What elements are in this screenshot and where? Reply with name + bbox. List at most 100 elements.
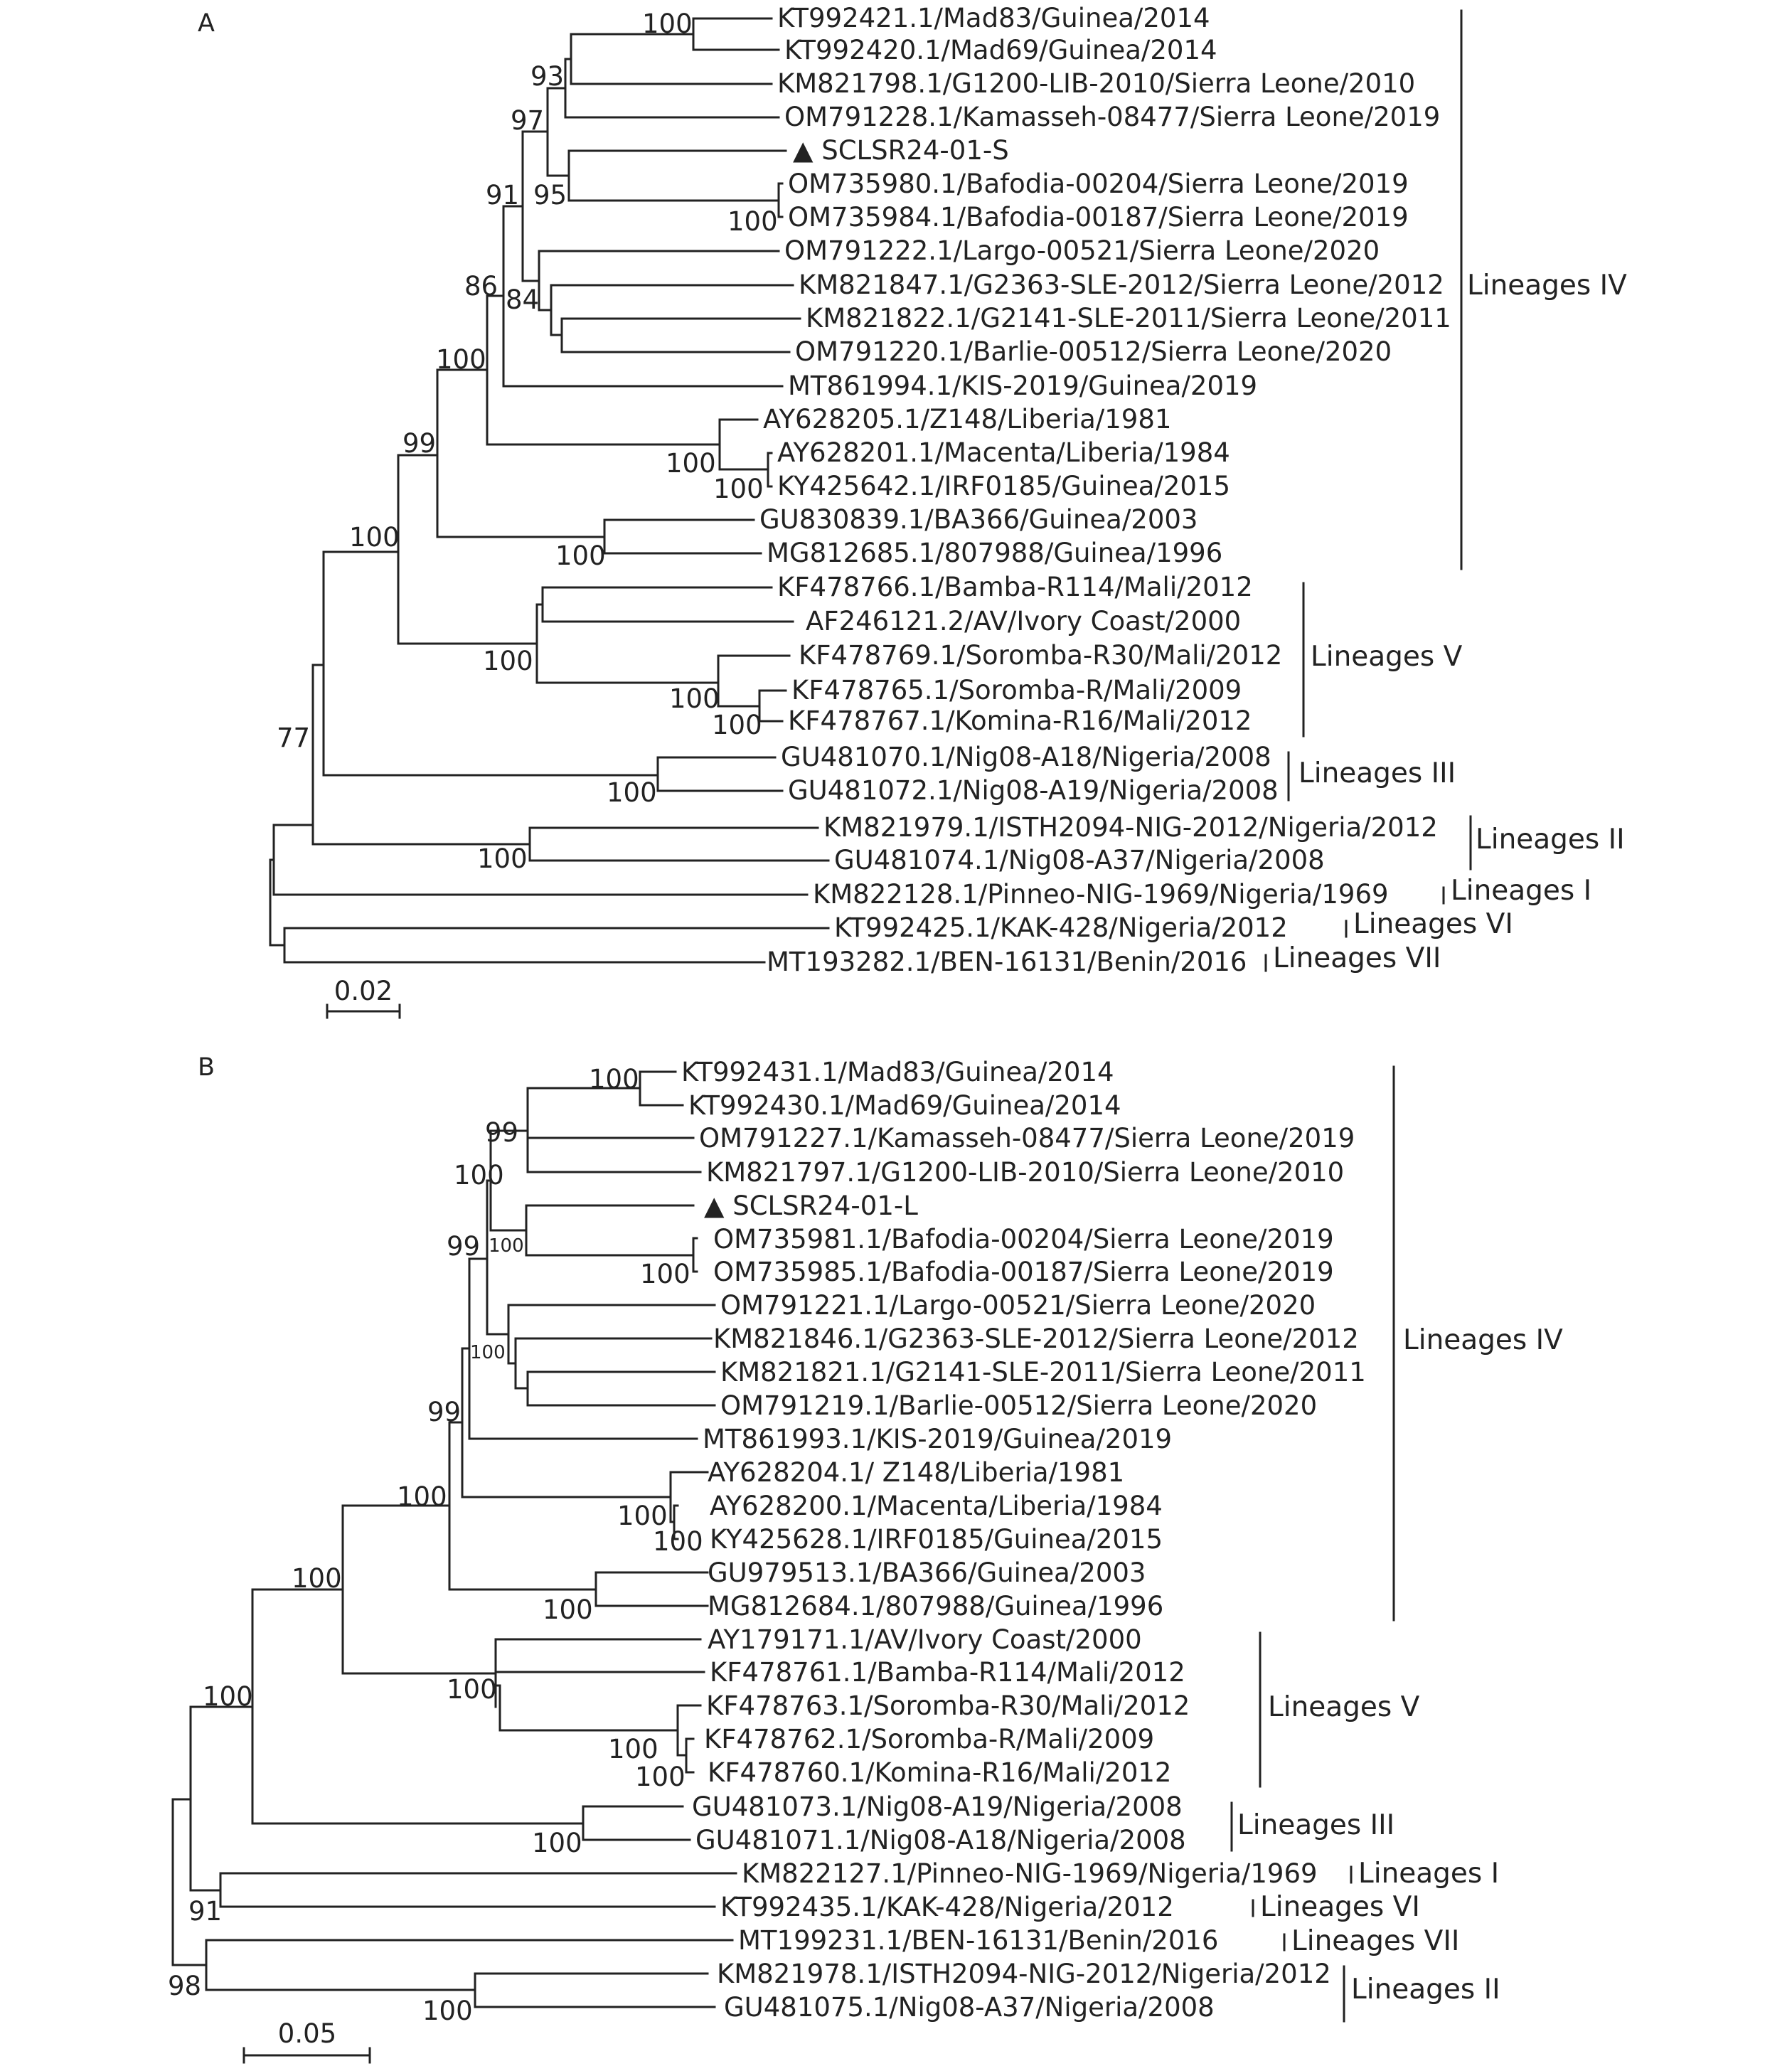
taxon-label: ▲ SCLSR24-01-S [793, 135, 1009, 166]
taxon-label: AF246121.2/AV/Ivory Coast/2000 [806, 606, 1241, 637]
bootstrap-value: 100 [454, 1160, 504, 1191]
bootstrap-value: 100 [349, 522, 400, 553]
taxon-label: GU481070.1/Nig08-A18/Nigeria/2008 [781, 742, 1271, 772]
bootstrap-value: 100 [666, 448, 716, 479]
bootstrap-value: 77 [277, 723, 310, 753]
taxon-label: KT992431.1/Mad83/Guinea/2014 [681, 1057, 1114, 1087]
bootstrap-value: 100 [669, 683, 720, 714]
taxon-label: AY628200.1/Macenta/Liberia/1984 [710, 1491, 1163, 1521]
lineage-label: Lineages III [1298, 757, 1456, 789]
panel-b-branches [171, 1070, 737, 2008]
bootstrap-value: 100 [543, 1594, 593, 1625]
panel-b-label: B [198, 1053, 215, 1082]
taxon-label: KF478765.1/Soromba-R/Mali/2009 [791, 675, 1242, 705]
panel-a: A [198, 3, 1627, 1019]
taxon-label: OM791219.1/Barlie-00512/Sierra Leone/202… [720, 1390, 1317, 1421]
taxon-label: KF478763.1/Soromba-R30/Mali/2012 [706, 1690, 1190, 1721]
taxon-label: MT861994.1/KIS-2019/Guinea/2019 [788, 371, 1257, 401]
taxon-label: KF478766.1/Bamba-R114/Mali/2012 [777, 572, 1253, 602]
taxon-label: GU481075.1/Nig08-A37/Nigeria/2008 [724, 1992, 1215, 2023]
taxon-label: KM822127.1/Pinneo-NIG-1969/Nigeria/1969 [742, 1858, 1318, 1889]
bootstrap-value: 99 [447, 1231, 480, 1262]
bootstrap-value: 100 [397, 1481, 447, 1512]
lineage-label: Lineages IV [1403, 1324, 1563, 1356]
taxon-label: MG812685.1/807988/Guinea/1996 [767, 538, 1222, 568]
taxon-label: KF478767.1/Komina-R16/Mali/2012 [788, 705, 1252, 736]
taxon-label: KY425628.1/IRF0185/Guinea/2015 [710, 1524, 1163, 1555]
panel-b: B [168, 1053, 1563, 2064]
taxon-label: KM821797.1/G1200-LIB-2010/Sierra Leone/2… [706, 1157, 1344, 1188]
taxon-label: GU481073.1/Nig08-A19/Nigeria/2008 [692, 1791, 1183, 1822]
taxon-label: OM791228.1/Kamasseh-08477/Sierra Leone/2… [784, 102, 1440, 132]
taxon-label: GU830839.1/BA366/Guinea/2003 [759, 504, 1198, 535]
taxon-label: KF478762.1/Soromba-R/Mali/2009 [704, 1724, 1154, 1754]
taxon-label: KM821798.1/G1200-LIB-2010/Sierra Leone/2… [777, 68, 1415, 99]
lineage-label: Lineages I [1451, 875, 1591, 907]
taxon-label: KM821847.1/G2363-SLE-2012/Sierra Leone/2… [799, 270, 1444, 300]
bootstrap-value: 100 [477, 843, 528, 874]
taxon-label: KT992421.1/Mad83/Guinea/2014 [777, 3, 1210, 33]
taxon-label: KT992435.1/KAK-428/Nigeria/2012 [720, 1892, 1174, 1922]
bootstrap-value: 99 [402, 428, 436, 459]
bootstrap-value: 100 [203, 1681, 253, 1712]
taxon-label: KM821846.1/G2363-SLE-2012/Sierra Leone/2… [713, 1324, 1359, 1354]
bootstrap-value: 100 [483, 646, 533, 676]
panel-a-scale-bar: 0.02 [326, 976, 401, 1019]
taxon-label: ▲ SCLSR24-01-L [704, 1191, 918, 1221]
bootstrap-value: 100 [589, 1064, 639, 1095]
taxon-label: KT992420.1/Mad69/Guinea/2014 [784, 35, 1217, 65]
bootstrap-value: 99 [427, 1397, 461, 1427]
bootstrap-value: 100 [713, 474, 764, 504]
bootstrap-value: 100 [470, 1342, 506, 1363]
taxon-label: KT992425.1/KAK-428/Nigeria/2012 [834, 912, 1288, 943]
lineage-label: Lineages IV [1467, 270, 1627, 302]
lineage-label: Lineages VI [1260, 1891, 1420, 1923]
taxon-label: KM821822.1/G2141-SLE-2011/Sierra Leone/2… [806, 303, 1451, 334]
panel-b-lineage-brackets: Lineages IV Lineages V Lineages III Line… [1230, 1065, 1563, 2023]
scale-bar-label: 0.02 [334, 976, 393, 1006]
bootstrap-value: 84 [506, 284, 539, 315]
lineage-label: Lineages V [1311, 641, 1463, 673]
taxon-label: GU481072.1/Nig08-A19/Nigeria/2008 [788, 775, 1279, 806]
bootstrap-value: 97 [511, 105, 544, 136]
taxon-label: OM791221.1/Largo-00521/Sierra Leone/2020 [720, 1290, 1316, 1321]
bootstrap-value: 95 [533, 180, 567, 211]
bootstrap-value: 100 [436, 344, 486, 375]
bootstrap-value: 91 [188, 1896, 222, 1927]
taxon-label: KY425642.1/IRF0185/Guinea/2015 [777, 471, 1230, 501]
lineage-label: Lineages VII [1273, 942, 1441, 974]
bootstrap-value: 100 [727, 206, 778, 237]
taxon-label: OM791227.1/Kamasseh-08477/Sierra Leone/2… [699, 1123, 1355, 1154]
taxon-label: KM822128.1/Pinneo-NIG-1969/Nigeria/1969 [813, 879, 1389, 910]
taxon-label: KF478769.1/Soromba-R30/Mali/2012 [799, 640, 1282, 671]
bootstrap-value: 100 [447, 1674, 497, 1705]
bootstrap-value: 100 [617, 1501, 668, 1531]
bootstrap-value: 100 [607, 777, 657, 808]
lineage-label: Lineages I [1358, 1858, 1499, 1890]
bootstrap-value: 100 [532, 1828, 582, 1858]
panel-b-scale-bar: 0.05 [242, 2018, 371, 2064]
bootstrap-value: 100 [712, 710, 762, 740]
taxon-label: OM735981.1/Bafodia-00204/Sierra Leone/20… [713, 1224, 1334, 1255]
panel-a-bootstrap: 100 93 97 95 100 91 84 86 100 99 100 100… [277, 9, 778, 874]
taxon-label: MT193282.1/BEN-16131/Benin/2016 [767, 947, 1247, 977]
panel-a-lineage-brackets: Lineages IV Lineages V Lineages III Line… [1264, 9, 1627, 974]
taxon-label: OM791222.1/Largo-00521/Sierra Leone/2020 [784, 235, 1380, 266]
taxon-label: MT861993.1/KIS-2019/Guinea/2019 [703, 1424, 1172, 1454]
bootstrap-value: 91 [486, 180, 519, 211]
taxon-label: MT199231.1/BEN-16131/Benin/2016 [738, 1925, 1218, 1956]
taxon-label: OM735984.1/Bafodia-00187/Sierra Leone/20… [788, 202, 1409, 233]
panel-a-label: A [198, 9, 215, 38]
bootstrap-value: 100 [489, 1235, 524, 1257]
taxon-label: AY628205.1/Z148/Liberia/1981 [763, 404, 1171, 435]
panel-b-taxa: KT992431.1/Mad83/Guinea/2014 KT992430.1/… [681, 1057, 1366, 2023]
taxon-label: KF478761.1/Bamba-R114/Mali/2012 [710, 1657, 1185, 1688]
bootstrap-value: 86 [464, 271, 498, 302]
taxon-label: MG812684.1/807988/Guinea/1996 [708, 1591, 1163, 1622]
lineage-label: Lineages II [1351, 1974, 1500, 2006]
taxon-label: OM735980.1/Bafodia-00204/Sierra Leone/20… [788, 169, 1409, 199]
bootstrap-value: 93 [530, 61, 564, 92]
taxon-label: AY628201.1/Macenta/Liberia/1984 [777, 437, 1230, 468]
bootstrap-value: 100 [422, 1996, 473, 2026]
